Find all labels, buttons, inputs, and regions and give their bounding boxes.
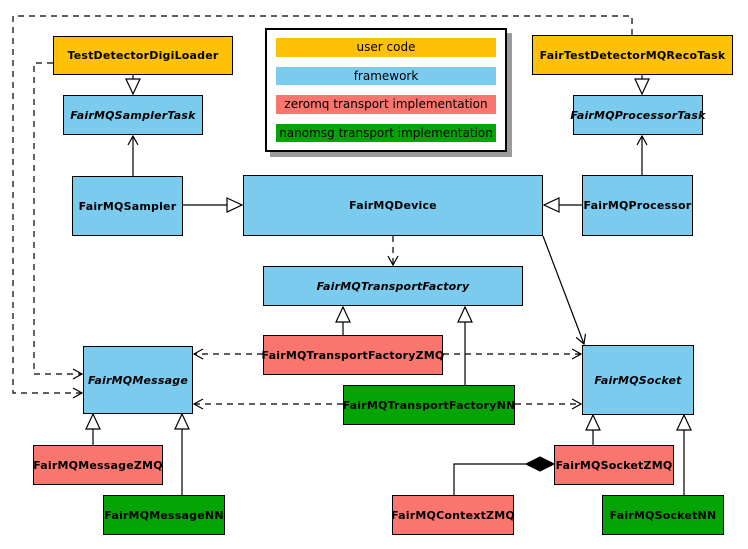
node-fairmqprocessortask: FairMQProcessorTask	[570, 95, 705, 135]
node-fairmqtransportfactoryzmq: FairMQTransportFactoryZMQ	[262, 335, 444, 375]
legend-label: zeromq transport implementation	[284, 97, 488, 112]
legend-item-user-code: user code	[276, 38, 496, 57]
composition-diamond	[524, 456, 556, 472]
node-fairmqmessagezmq: FairMQMessageZMQ	[33, 445, 163, 485]
node-fairmqtransportfactory: FairMQTransportFactory	[263, 266, 523, 306]
legend-item-nanomsg: nanomsg transport implementation	[276, 123, 496, 142]
legend-label: nanomsg transport implementation	[279, 125, 493, 140]
node-fairmqprocessor: FairMQProcessor	[582, 175, 693, 236]
legend: user code framework zeromq transport imp…	[265, 28, 507, 152]
node-fairtestdetectormqrecotask: FairTestDetectorMQRecoTask	[532, 35, 733, 75]
edge-digiloader-to-message	[33, 62, 84, 380]
legend-label: framework	[353, 68, 419, 83]
node-fairmqmessage: FairMQMessage	[83, 346, 193, 414]
node-fairmqsampler: FairMQSampler	[72, 176, 183, 236]
legend-item-zeromq: zeromq transport implementation	[276, 95, 496, 114]
node-fairmqsocketnn: FairMQSocketNN	[602, 495, 724, 535]
node-fairmqcontextzmq: FairMQContextZMQ	[391, 495, 515, 535]
node-fairmqdevice: FairMQDevice	[243, 175, 543, 236]
edge-recotask-to-message	[12, 15, 633, 399]
node-testdetectordigiloader: TestDetectorDigiLoader	[53, 36, 233, 75]
edge-contextzmq-composes-socketzmq	[453, 463, 526, 495]
node-fairmqsamplertask: FairMQSamplerTask	[63, 95, 203, 135]
node-fairmqsocketzmq: FairMQSocketZMQ	[554, 445, 674, 485]
node-fairmqmessagenn: FairMQMessageNN	[103, 495, 225, 535]
node-fairmqtransportfactorynn: FairMQTransportFactoryNN	[343, 385, 515, 425]
node-fairmqsocket: FairMQSocket	[582, 345, 694, 415]
legend-label: user code	[356, 40, 416, 55]
edge-device-to-socket	[542, 235, 587, 346]
legend-item-framework: framework	[276, 66, 496, 85]
